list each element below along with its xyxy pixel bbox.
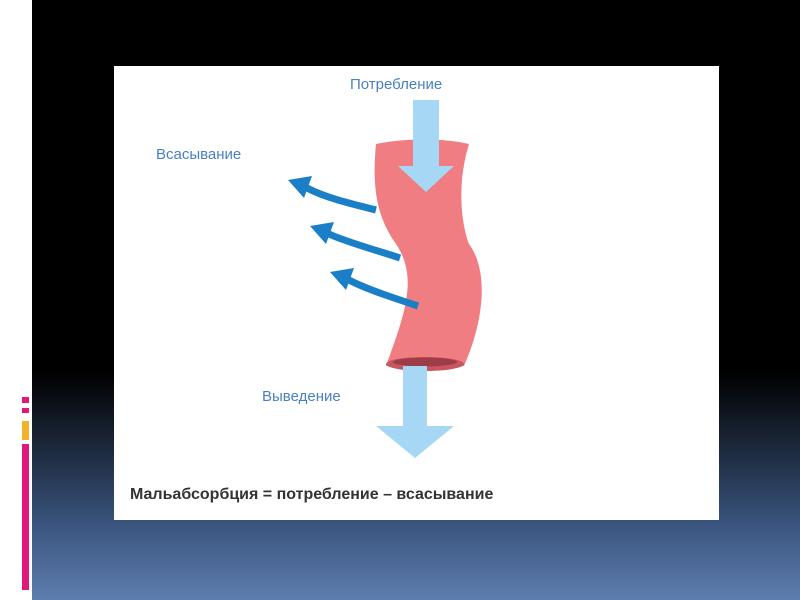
- accent-pink-bar: [22, 444, 29, 590]
- left-decor-strip: [0, 0, 32, 600]
- accent-pink-mark: [22, 408, 29, 413]
- diagram-card: Потребление Всасывание Выведение Мальабс…: [114, 66, 719, 520]
- intake-arrow: [398, 100, 454, 192]
- absorption-arrowhead-2: [310, 222, 334, 244]
- decor-line: [21, 48, 23, 90]
- absorption-arrowhead-3: [330, 268, 354, 290]
- decor-line: [16, 48, 18, 90]
- absorption-arrowhead-1: [288, 176, 312, 198]
- absorption-label: Всасывание: [156, 146, 242, 163]
- intestine-diagram: [288, 100, 482, 458]
- malabsorption-formula: Мальабсорбция = потребление – всасывание: [130, 486, 494, 503]
- accent-yellow-mark: [22, 421, 29, 440]
- intake-label: Потребление: [350, 76, 443, 93]
- excretion-label: Выведение: [262, 388, 341, 405]
- decor-line: [26, 48, 29, 90]
- excretion-arrow: [376, 366, 454, 458]
- absorption-arrows: [305, 184, 420, 310]
- absorption-arrow-2: [327, 230, 402, 262]
- absorption-arrow-3: [347, 276, 420, 310]
- absorption-arrow-1: [305, 184, 377, 214]
- accent-pink-mark: [22, 397, 29, 403]
